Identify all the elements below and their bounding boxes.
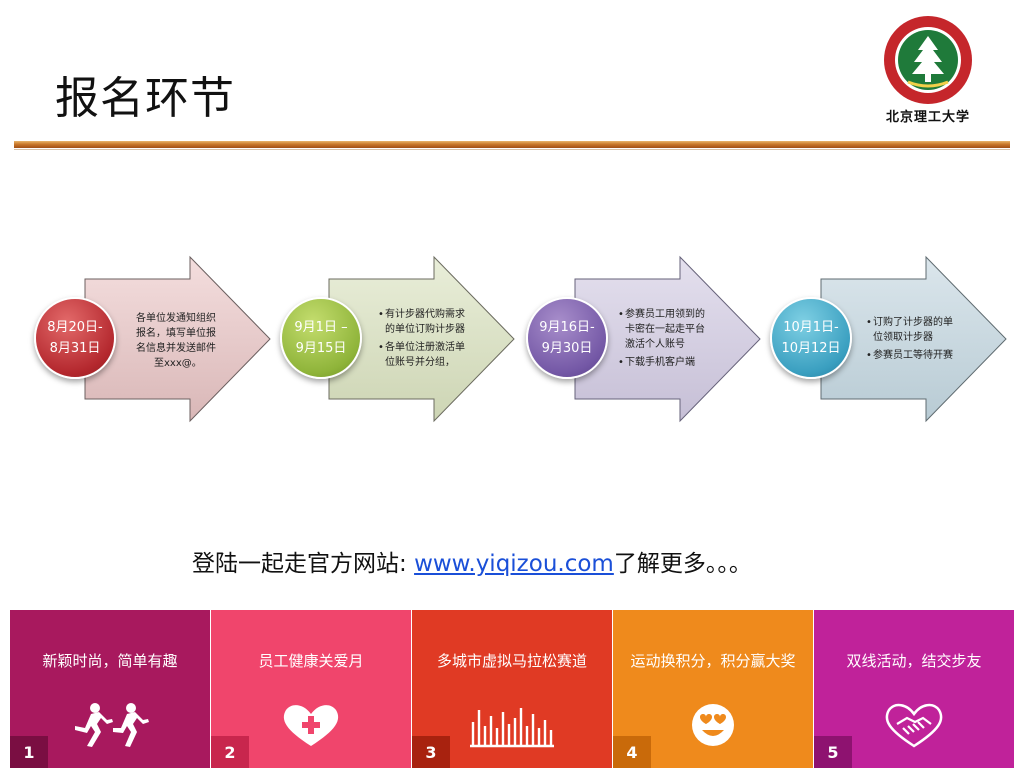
step-line: 名信息并发送邮件 [136,343,216,354]
feature-tile-5: 双线活动，结交步友 5 [814,610,1014,768]
step-description: 参赛员工用领到的卡密在一起走平台激活个人账号 下载手机客户端 [618,307,714,373]
university-logo: 北京理工大学 [878,14,978,134]
date-start: 8月20日- [47,320,103,335]
header-divider-thin [14,149,1010,150]
step-bullet: 各单位注册激活单位账号并分组， [378,340,470,370]
page-title: 报名环节 [55,73,235,124]
timeline-step-3: 9月16日- 9月30日 参赛员工用领到的卡密在一起走平台激活个人账号 下载手机客… [520,255,770,425]
smiley-face-icon [663,700,763,750]
date-start: 9月16日- [539,320,595,335]
date-end: 9月30日 [541,341,593,356]
date-end: 9月15日 [295,341,347,356]
step-line: 各单位发通知组织 [136,313,216,324]
step-description: 各单位发通知组织 报名，填写单位报 名信息并发送邮件 至xxx@。 [136,311,228,371]
handshake-heart-icon [864,700,964,750]
timeline-step-2: 9月1日 – 9月15日 有计步器代购需求的单位订购计步器 各单位注册激活单位账号… [274,255,524,425]
tile-title: 新颖时尚，简单有趣 [42,652,178,670]
feature-tile-2: 员工健康关爱月 2 [211,610,411,768]
tile-title: 多城市虚拟马拉松赛道 [436,652,587,670]
step-bullet: 有计步器代购需求的单位订购计步器 [378,307,470,337]
visit-prefix: 登陆一起走官方网站: [192,551,415,577]
date-end: 8月31日 [49,341,101,356]
timeline-step-1: 8月20日- 8月31日 各单位发通知组织 报名，填写单位报 名信息并发送邮件 至… [30,255,280,425]
website-link[interactable]: www.yiqizou.com [414,551,614,577]
feature-tile-1: 新颖时尚，简单有趣 1 [10,610,210,768]
date-circle-2: 9月1日 – 9月15日 [280,297,362,379]
step-line: 至xxx@。 [154,358,202,369]
date-circle-4: 10月1日- 10月12日 [770,297,852,379]
step-bullet: 订购了计步器的单位领取计步器 [866,315,962,345]
feature-tile-4: 运动换积分，积分赢大奖 4 [613,610,813,768]
date-start: 9月1日 – [294,320,348,335]
feature-tile-3: 多城市虚拟马拉松赛道 [412,610,612,768]
header-divider [14,141,1010,148]
city-skyline-icon [462,700,562,750]
tile-title: 双线活动，结交步友 [846,652,982,670]
step-description: 有计步器代购需求的单位订购计步器 各单位注册激活单位账号并分组， [378,307,470,373]
step-bullet: 参赛员工等待开赛 [866,348,962,363]
tile-title: 运动换积分，积分赢大奖 [630,652,796,670]
step-bullet: 参赛员工用领到的卡密在一起走平台激活个人账号 [618,307,714,352]
tile-number: 2 [211,736,249,768]
step-description: 订购了计步器的单位领取计步器 参赛员工等待开赛 [866,315,962,366]
runners-icon [60,700,160,750]
feature-tiles: 新颖时尚，简单有趣 1 员工健康关爱月 2 多城市虚拟马拉松赛道 [10,610,1014,768]
step-bullet: 下载手机客户端 [618,355,714,370]
university-emblem-icon [884,16,972,104]
timeline-step-4: 10月1日- 10月12日 订购了计步器的单位领取计步器 参赛员工等待开赛 [766,255,1016,425]
date-circle-3: 9月16日- 9月30日 [526,297,608,379]
tile-number: 1 [10,736,48,768]
heart-plus-icon [261,700,361,750]
step-line: 报名，填写单位报 [136,328,216,339]
university-name: 北京理工大学 [885,110,970,125]
tile-number: 3 [412,736,450,768]
date-end: 10月12日 [781,341,841,356]
arrow-shape [328,255,515,423]
date-start: 10月1日- [783,320,839,335]
tile-number: 5 [814,736,852,768]
arrow-shape [84,255,271,423]
tile-number: 4 [613,736,651,768]
tile-title: 员工健康关爱月 [258,652,364,670]
date-circle-1: 8月20日- 8月31日 [34,297,116,379]
visit-suffix: 了解更多。。。 [613,551,752,577]
visit-website-text: 登陆一起走官方网站: www.yiqizou.com了解更多。。。 [192,550,752,579]
